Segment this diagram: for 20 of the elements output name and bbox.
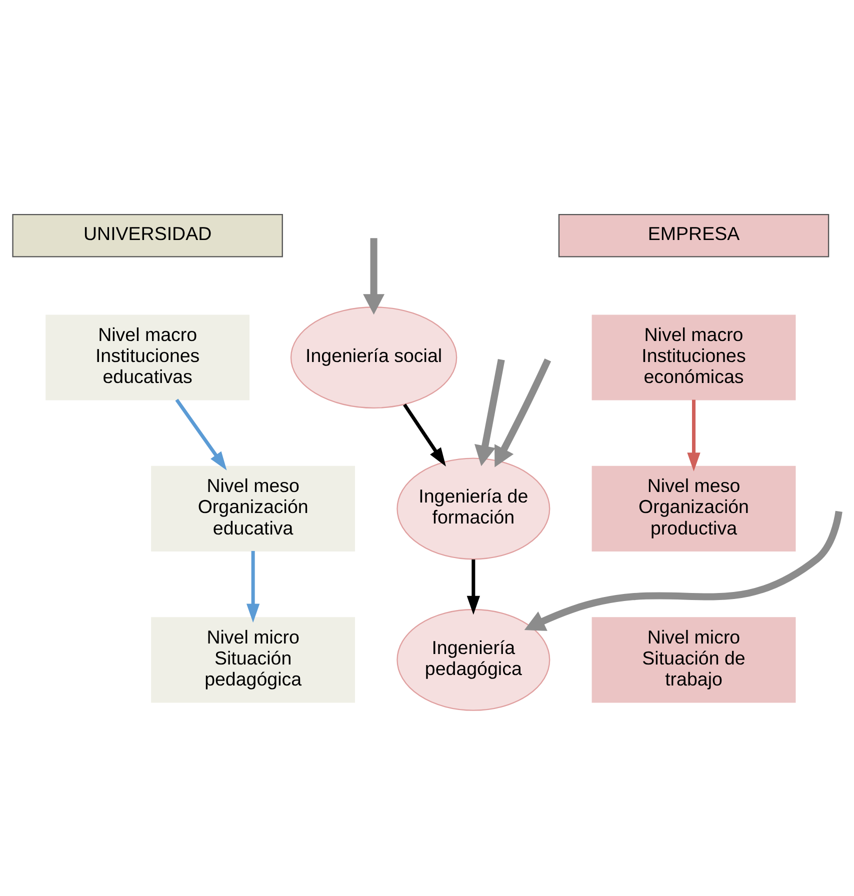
node-ellipse: Ingeniería de formación bbox=[396, 457, 550, 560]
arrow bbox=[363, 238, 385, 314]
node-box: Nivel meso Organización productiva bbox=[592, 465, 796, 551]
arrow bbox=[246, 550, 260, 622]
arrow bbox=[175, 398, 227, 470]
arrow bbox=[466, 558, 480, 614]
node-ellipse: Ingeniería social bbox=[290, 306, 458, 408]
node-box: Nivel micro Situación de trabajo bbox=[592, 616, 796, 702]
node-box: UNIVERSIDAD bbox=[12, 213, 283, 257]
node-box: Nivel macro Instituciones económicas bbox=[592, 314, 796, 400]
node-box: Nivel meso Organización educativa bbox=[151, 465, 356, 551]
arrow bbox=[524, 510, 842, 630]
node-ellipse: Ingeniería pedagógica bbox=[396, 608, 550, 710]
arrow bbox=[687, 399, 700, 471]
node-box: Nivel macro Instituciones educativas bbox=[46, 314, 250, 400]
arrow bbox=[494, 358, 552, 467]
node-box: EMPRESA bbox=[558, 213, 830, 257]
node-box: Nivel micro Situación pedagógica bbox=[151, 616, 356, 702]
arrow bbox=[474, 358, 505, 466]
arrow bbox=[403, 403, 446, 466]
